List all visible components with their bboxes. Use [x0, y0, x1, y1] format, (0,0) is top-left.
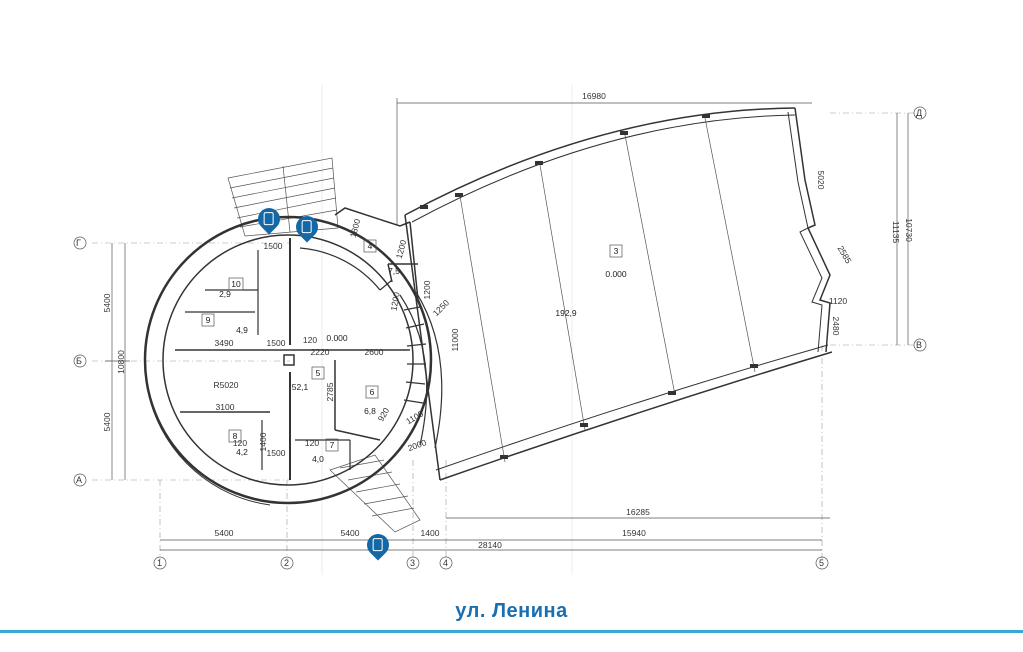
- axis-label-a: А: [76, 475, 82, 485]
- dim-1500-top: 1500: [264, 241, 283, 251]
- axis-label-g: Г: [76, 238, 81, 248]
- axis-markers: Г Б А Д В 1 2 3 4 5: [73, 106, 927, 570]
- dim-left-outer: 10800: [116, 350, 126, 374]
- dim-2600: 2600: [365, 347, 384, 357]
- room-9-area: 4,9: [236, 325, 248, 335]
- room-10-number: 10: [231, 279, 241, 289]
- room-4-area: 7,5: [388, 266, 400, 276]
- dim-bottom-1-2: 5400: [215, 528, 234, 538]
- dim-left-upper: 5400: [102, 293, 112, 312]
- upper-stairs: [227, 157, 339, 237]
- dim-bottom-4-5: 15940: [622, 528, 646, 538]
- dim-bottom-3-4: 1400: [421, 528, 440, 538]
- dim-r5020: R5020: [213, 380, 238, 390]
- axis-label-d: Д: [916, 108, 922, 118]
- dim-1500-low: 1500: [267, 448, 286, 458]
- dim-2785: 2785: [325, 382, 335, 401]
- camera-icon: [263, 212, 274, 226]
- dim-1400-v: 1400: [258, 432, 268, 451]
- bottom-divider: [0, 630, 1023, 633]
- dim-1200-b: 1200: [388, 291, 401, 312]
- room-3-area: 192,9: [555, 308, 577, 318]
- dim-right-inner: 11135: [891, 221, 901, 244]
- dim-1200-c: 1200: [422, 280, 432, 299]
- dim-120-b: 120: [305, 438, 319, 448]
- dim-1250: 1250: [431, 297, 452, 318]
- room-7-area: 4,0: [312, 454, 324, 464]
- dim-120-a: 120: [303, 335, 317, 345]
- axis-label-1: 1: [157, 558, 162, 568]
- room-10-area: 2,9: [219, 289, 231, 299]
- dim-1800: 1800: [348, 218, 363, 239]
- room-8-area: 4,2: [236, 447, 248, 457]
- dim-top-total: 16980: [582, 91, 606, 101]
- room-6-area: 6,8: [364, 406, 376, 416]
- room-9-number: 9: [206, 315, 211, 325]
- room-labels: 3 0.000 192,9 4 7,5 5 0.000 52,1 6 6,8 7…: [201, 239, 627, 464]
- camera-icon: [372, 538, 383, 552]
- axis-label-4: 4: [443, 558, 448, 568]
- room-5-number: 5: [316, 368, 321, 378]
- axis-label-2: 2: [284, 558, 289, 568]
- axis-label-v: В: [916, 340, 922, 350]
- room-4-block: [334, 207, 419, 301]
- axis-grid: [92, 112, 915, 560]
- dim-upper-4-5: 16285: [626, 507, 650, 517]
- dim-right-bottom: 2480: [831, 317, 841, 336]
- dim-3490: 3490: [215, 338, 234, 348]
- dim-bottom-total: 28140: [478, 540, 502, 550]
- room-5-level: 0.000: [326, 333, 348, 343]
- dim-120-c: 120: [233, 438, 247, 448]
- dim-1200-a: 1200: [394, 239, 409, 260]
- room-3-number: 3: [614, 246, 619, 256]
- dim-right-top: 5020: [816, 171, 826, 190]
- room-5-area: 52,1: [292, 382, 309, 392]
- dim-right-small: 1120: [829, 296, 848, 306]
- room-4-number: 4: [368, 241, 373, 251]
- dim-right-outer: 10730: [904, 218, 914, 242]
- room-6-number: 6: [370, 387, 375, 397]
- axis-label-b: Б: [76, 356, 82, 366]
- dimension-lines: [105, 98, 909, 551]
- dim-2000: 2000: [406, 437, 427, 453]
- dim-3100: 3100: [216, 402, 235, 412]
- dim-1500-mid: 1500: [267, 338, 286, 348]
- room-8-number: 8: [233, 431, 238, 441]
- dim-left-lower: 5400: [102, 412, 112, 431]
- dim-11000: 11000: [450, 328, 460, 351]
- dim-2220: 2220: [311, 347, 330, 357]
- dim-right-mid: 2585: [836, 244, 854, 266]
- lower-stairs: [329, 454, 421, 533]
- axis-label-3: 3: [410, 558, 415, 568]
- axis-label-5: 5: [819, 558, 824, 568]
- dim-920: 920: [376, 406, 392, 424]
- street-name: ул. Ленина: [455, 600, 568, 622]
- camera-icon: [301, 220, 312, 234]
- room-3-level: 0.000: [605, 269, 627, 279]
- main-hall: [404, 107, 833, 481]
- dimension-labels: 16980 10800 5400 5400 10730 11135 5020 2…: [102, 91, 914, 550]
- room-7-number: 7: [330, 440, 335, 450]
- dim-bottom-2-3: 5400: [341, 528, 360, 538]
